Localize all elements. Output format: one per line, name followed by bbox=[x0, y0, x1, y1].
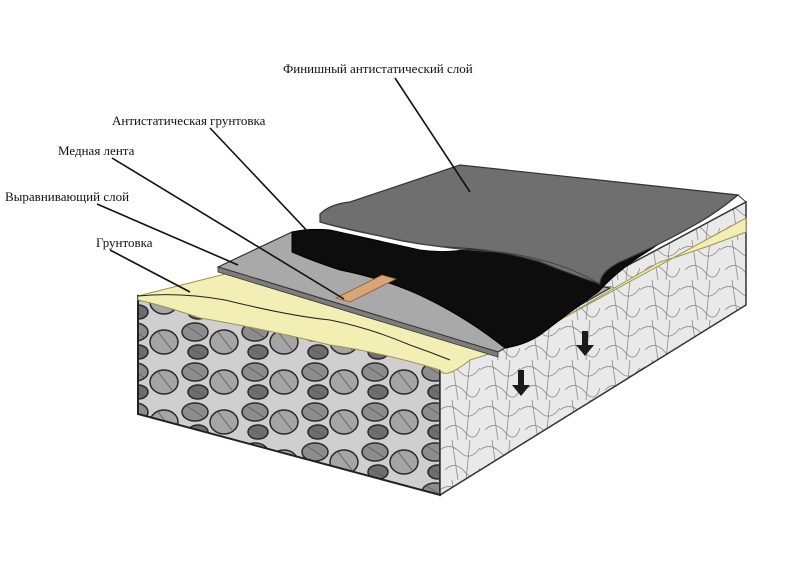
label-antistatic-primer: Антистатическая грунтовка bbox=[112, 113, 266, 128]
label-copper-tape: Медная лента bbox=[58, 143, 135, 158]
leader-finish-layer bbox=[394, 77, 471, 193]
leader-copper-tape bbox=[111, 157, 345, 300]
slab-side-face bbox=[439, 200, 747, 497]
leader-antistatic-primer bbox=[209, 127, 313, 237]
primer-layer bbox=[137, 217, 747, 374]
leader-leveling-layer bbox=[96, 203, 239, 266]
down-arrow-icon bbox=[576, 331, 594, 356]
leader-lines bbox=[96, 77, 471, 300]
down-arrow-icon bbox=[512, 370, 530, 396]
finish-antistatic-layer bbox=[319, 164, 747, 285]
label-primer: Грунтовка bbox=[96, 235, 153, 250]
label-finish-layer: Финишный антистатический слой bbox=[283, 61, 473, 76]
label-leveling-layer: Выравнивающий слой bbox=[5, 189, 129, 204]
leader-primer bbox=[109, 249, 191, 293]
copper-tape bbox=[334, 274, 398, 303]
